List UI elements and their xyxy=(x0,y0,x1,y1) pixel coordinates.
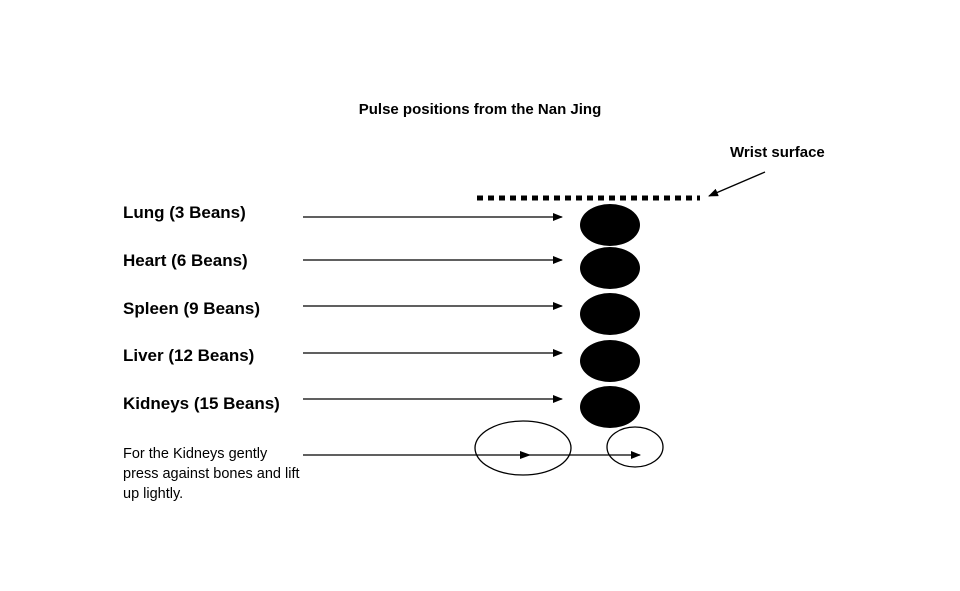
kidney-mid-arrowhead xyxy=(520,451,531,459)
level-label-spleen: Spleen (9 Beans) xyxy=(123,299,260,318)
diagram-title: Pulse positions from the Nan Jing xyxy=(358,101,602,118)
depth-ellipse xyxy=(580,293,640,335)
depth-ellipse xyxy=(580,204,640,246)
press-ellipse xyxy=(474,420,572,476)
level-label-liver: Liver (12 Beans) xyxy=(123,346,255,365)
kidney-note: For the Kidneys gently press against bon… xyxy=(123,446,300,502)
wrist-surface-label: Wrist surface xyxy=(730,144,825,161)
level-label-lung: Lung (3 Beans) xyxy=(123,203,246,222)
lift-circle xyxy=(606,426,664,468)
depth-ellipse xyxy=(580,247,640,289)
level-label-heart: Heart (6 Beans) xyxy=(123,251,248,270)
depth-ellipse xyxy=(580,386,640,428)
depth-ellipse xyxy=(580,340,640,382)
wrist-pointer-arrow xyxy=(708,171,766,197)
level-label-kidneys: Kidneys (15 Beans) xyxy=(123,394,280,413)
